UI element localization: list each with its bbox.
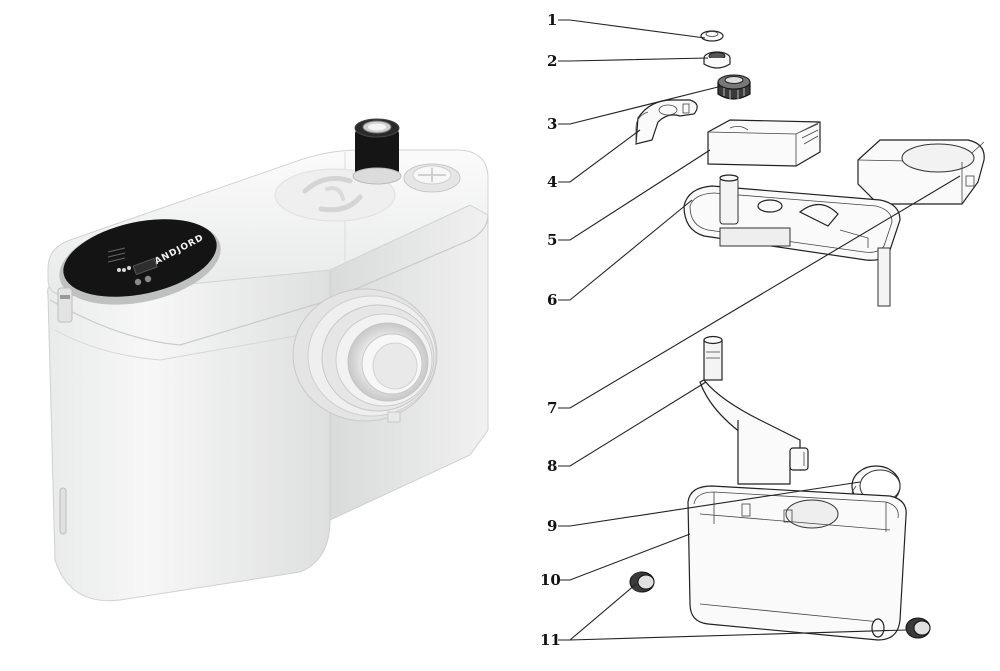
part-tank — [687, 485, 907, 641]
control-panel: VANDJORD — [59, 219, 221, 305]
exploded-diagram: 1 2 3 4 5 6 7 8 9 10 11 — [540, 11, 985, 649]
callout-7: 7 — [547, 399, 557, 417]
part-discharge-pipe — [699, 335, 809, 485]
top-outlet — [352, 118, 402, 185]
callout-9: 9 — [547, 517, 557, 535]
callout-6: 6 — [547, 291, 557, 309]
part-lid-frame — [683, 174, 901, 307]
callout-numbers: 1 2 3 4 5 6 7 8 9 10 11 — [540, 11, 561, 649]
part-ring — [703, 51, 731, 69]
part-check-valve — [717, 74, 751, 100]
part-cap — [700, 30, 724, 42]
callout-8: 8 — [547, 457, 557, 475]
side-inlet — [292, 288, 438, 423]
part-plug — [629, 571, 931, 639]
vent-cap — [403, 163, 461, 193]
part-control-box — [707, 119, 821, 167]
callout-11: 11 — [540, 631, 561, 649]
callout-5: 5 — [547, 231, 557, 249]
callout-1: 1 — [547, 11, 557, 29]
part-inlet-cover — [857, 139, 985, 205]
led-indicator — [117, 268, 121, 272]
callout-10: 10 — [540, 571, 561, 589]
callout-4: 4 — [547, 173, 557, 191]
panel-button — [134, 278, 142, 286]
callout-3: 3 — [547, 115, 557, 133]
leader-lines — [558, 19, 961, 641]
callout-2: 2 — [547, 52, 557, 70]
macerator-unit: VANDJORD — [47, 118, 489, 602]
part-top-clip — [635, 99, 698, 145]
